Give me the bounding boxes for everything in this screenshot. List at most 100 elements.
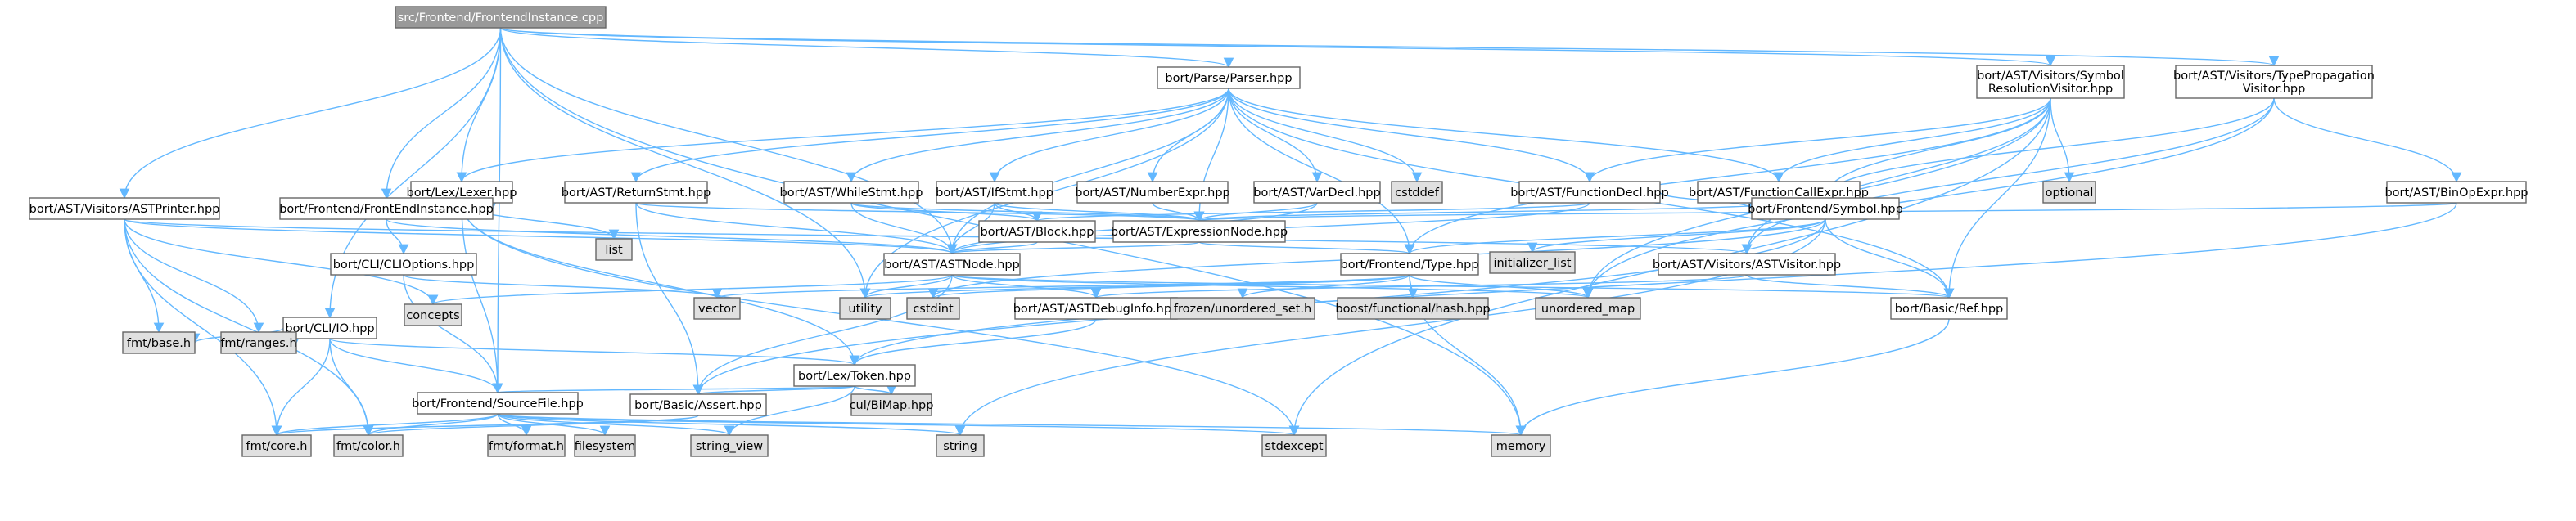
include-edge	[499, 27, 2055, 67]
node-label: bort/Parse/Parser.hpp	[1165, 72, 1292, 85]
graph-node[interactable]: bort/AST/Visitors/ASTPrinter.hpp	[29, 197, 220, 220]
graph-node[interactable]: bort/AST/FunctionDecl.hpp	[1510, 181, 1669, 204]
graph-node: fmt/base.h	[122, 331, 196, 354]
graph-node[interactable]: bort/Basic/Ref.hpp	[1890, 297, 2008, 320]
include-edge	[946, 88, 1229, 255]
node-box	[333, 434, 404, 457]
include-edge	[994, 202, 1205, 222]
graph-node[interactable]: bort/Frontend/Type.hpp	[1340, 253, 1479, 276]
graph-node[interactable]: bort/AST/BinOpExpr.hpp	[2384, 181, 2529, 204]
node-label: bort/AST/WhileStmt.hpp	[780, 186, 923, 200]
include-edge	[499, 27, 871, 299]
node-label: bort/AST/Visitors/ASTPrinter.hpp	[29, 203, 220, 216]
include-edge	[693, 384, 855, 396]
node-box	[564, 181, 708, 204]
node-box	[282, 317, 377, 339]
node-box	[1751, 197, 1900, 220]
node-box	[1170, 297, 1315, 320]
graph-node: unordered_map	[1535, 297, 1641, 320]
node-box	[1340, 253, 1479, 276]
graph-node[interactable]: bort/CLI/CLIOptions.hpp	[330, 253, 477, 276]
graph-node[interactable]: bort/Frontend/FrontEndInstance.hpp	[279, 197, 494, 220]
include-edge	[630, 88, 1229, 183]
include-edge	[1228, 88, 1415, 255]
graph-node: concepts	[404, 303, 462, 326]
nodes-layer: src/Frontend/FrontendInstance.cpp bort/Pa…	[29, 6, 2529, 457]
node-box	[1391, 181, 1443, 204]
node-label: bort/AST/Visitors/TypePropagation	[2173, 70, 2375, 83]
node-label: bort/AST/NumberExpr.hpp	[1075, 186, 1230, 200]
graph-node[interactable]: bort/AST/VarDecl.hpp	[1253, 181, 1381, 204]
node-box	[29, 197, 220, 220]
graph-node: utility	[839, 297, 891, 320]
graph-node[interactable]: bort/Basic/Assert.hpp	[629, 393, 767, 416]
graph-node[interactable]: bort/Frontend/Symbol.hpp	[1748, 197, 1903, 220]
graph-node[interactable]: bort/AST/ASTNode.hpp	[883, 253, 1021, 276]
include-edge	[1404, 97, 2051, 255]
graph-node[interactable]: bort/AST/WhileStmt.hpp	[780, 181, 923, 204]
graph-node[interactable]: bort/AST/Visitors/SymbolResolutionVisito…	[1976, 65, 2125, 99]
graph-node[interactable]: bort/Lex/Token.hpp	[793, 364, 916, 387]
include-edge	[1198, 241, 1414, 255]
node-box	[936, 181, 1053, 204]
include-edge	[1773, 97, 2051, 183]
graph-node: filesystem	[574, 434, 636, 457]
node-box	[693, 297, 741, 320]
node-box	[839, 297, 891, 320]
node-label: bort/AST/VarDecl.hpp	[1253, 186, 1380, 200]
node-label: bort/AST/FunctionCallExpr.hpp	[1689, 186, 1869, 200]
include-edge	[1515, 318, 1950, 437]
node-label: bort/Basic/Ref.hpp	[1895, 303, 2003, 316]
include-edge	[124, 218, 264, 334]
graph-node[interactable]: bort/AST/Visitors/TypePropagationVisitor…	[2173, 65, 2375, 99]
include-edge	[428, 274, 953, 306]
include-edge	[124, 218, 957, 255]
include-edge	[2273, 97, 2462, 183]
graph-node[interactable]: bort/Parse/Parser.hpp	[1157, 66, 1301, 89]
graph-node[interactable]: bort/AST/ReturnStmt.hpp	[562, 181, 711, 204]
include-edge	[492, 27, 503, 394]
node-box	[629, 393, 767, 416]
graph-node[interactable]: bort/AST/NumberExpr.hpp	[1075, 181, 1230, 204]
node-box	[2042, 181, 2096, 204]
graph-node[interactable]: src/Frontend/FrontendInstance.cpp	[395, 6, 607, 29]
node-box	[279, 197, 494, 220]
graph-node[interactable]: bort/AST/ASTDebugInfo.hpp	[1013, 297, 1180, 320]
include-edge	[635, 202, 958, 255]
graph-node: string	[936, 434, 985, 457]
graph-node[interactable]: bort/CLI/IO.hpp	[282, 317, 377, 339]
node-label: bort/Frontend/Symbol.hpp	[1748, 203, 1903, 216]
node-box	[793, 364, 916, 387]
graph-node[interactable]: bort/AST/Visitors/ASTVisitor.hpp	[1653, 253, 1841, 276]
node-box	[2175, 65, 2373, 99]
node-box	[936, 434, 985, 457]
include-edge	[850, 202, 1043, 222]
graph-node[interactable]: bort/Frontend/SourceFile.hpp	[412, 392, 584, 415]
graph-node: initializer_list	[1489, 251, 1576, 274]
node-box	[595, 238, 633, 261]
node-label: bort/AST/ASTNode.hpp	[884, 258, 1020, 272]
node-label: bort/AST/Block.hpp	[981, 226, 1094, 239]
node-label: src/Frontend/FrontendInstance.cpp	[398, 11, 604, 25]
include-edge	[1237, 274, 1410, 299]
include-edge	[124, 218, 439, 306]
node-label: cstddef	[1395, 186, 1440, 200]
include-edge	[854, 384, 897, 396]
include-edge	[497, 413, 1526, 437]
graph-node[interactable]: bort/AST/ExpressionNode.hpp	[1111, 220, 1288, 243]
include-edge	[1194, 202, 1780, 222]
graph-node: list	[595, 238, 633, 261]
node-label: fmt/format.h	[489, 440, 564, 453]
include-edge	[456, 88, 1229, 183]
include-edge	[1825, 218, 1955, 299]
node-box	[330, 253, 477, 276]
graph-node[interactable]: bort/AST/IfStmt.hpp	[936, 181, 1053, 204]
graph-node: memory	[1491, 434, 1551, 457]
graph-node[interactable]: bort/AST/Block.hpp	[978, 220, 1096, 243]
include-edge	[386, 218, 409, 255]
include-edge	[403, 274, 722, 299]
node-label: ResolutionVisitor.hpp	[1988, 83, 2113, 96]
include-edge	[692, 274, 953, 396]
include-edge	[456, 27, 502, 183]
